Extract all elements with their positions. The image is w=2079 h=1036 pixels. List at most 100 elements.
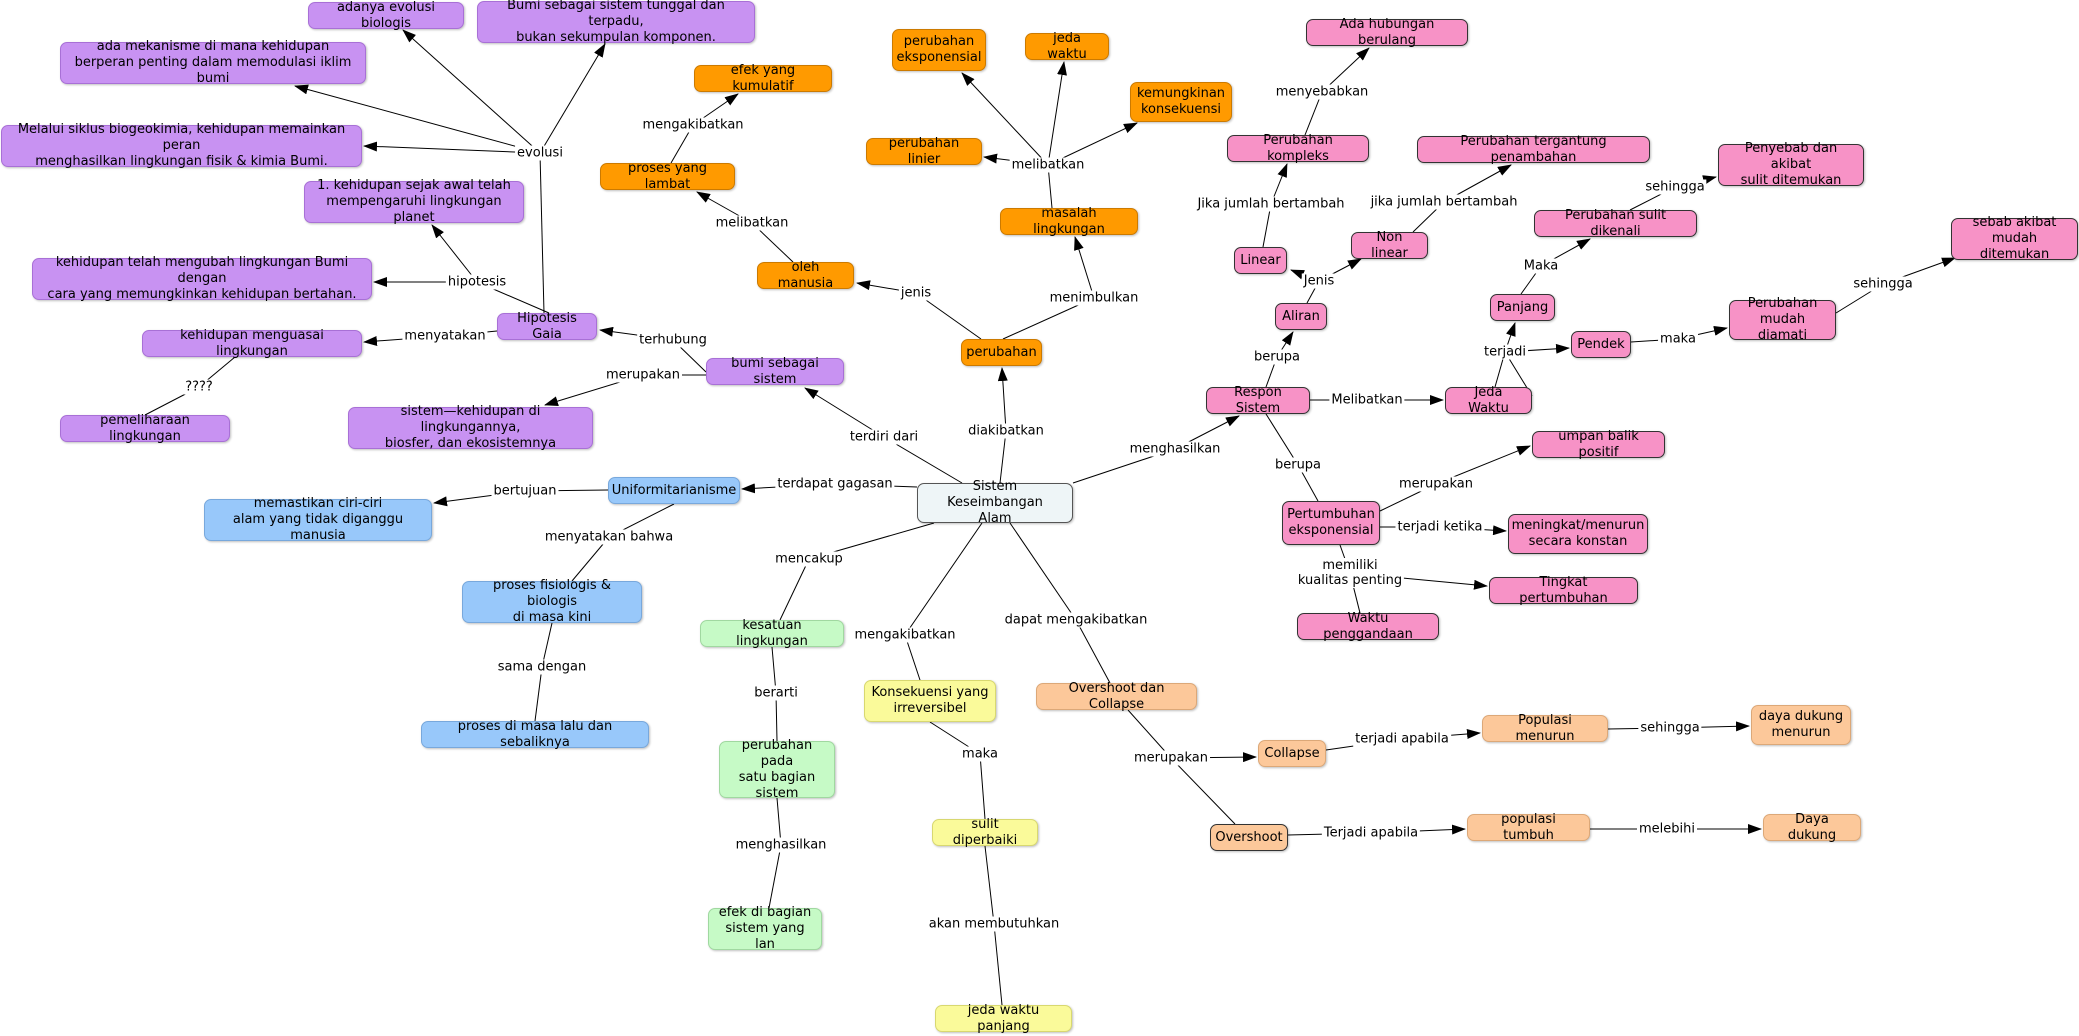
connector-line [776,797,782,846]
node-jeda-waktu-panjang[interactable]: jeda waktu panjang [935,1003,1072,1034]
connector-line [904,634,921,681]
node-ada-hubungan-berulang[interactable]: Ada hubungan berulang [1306,17,1468,48]
node-hipotesis-gaia[interactable]: Hipotesis Gaia [497,311,597,342]
node-populasi-tumbuh[interactable]: populasi tumbuh [1467,812,1590,843]
connector-line [779,558,810,621]
node-perubahan-satu-bagian[interactable]: perubahan pada satu bagian sistem [719,738,835,801]
node-waktu-penggandaan[interactable]: Waktu penggandaan [1297,611,1439,642]
link-label-melibatkan-lambat: melibatkan [713,215,791,231]
link-label-evolusi: evolusi [515,145,565,161]
node-kesatuan-lingkungan[interactable]: kesatuan lingkungan [700,618,844,649]
node-umpan-balik-positif[interactable]: umpan balik positif [1532,429,1665,460]
node-pertumbuhan-eksponensial[interactable]: Pertumbuhan eksponensial [1282,501,1380,545]
node-uniformitarianisme[interactable]: Uniformitarianisme [608,477,740,504]
node-jeda-waktu[interactable]: Jeda Waktu [1445,385,1532,416]
node-sebab-akibat-mudah[interactable]: sebab akibat mudah ditemukan [1951,215,2078,262]
link-label-sehingga-mudah: sehingga [1851,276,1915,292]
node-perubahan-eksponensial[interactable]: perubahan eksponensial [892,29,986,71]
node-perubahan-linier[interactable]: perubahan linier [866,136,982,167]
link-label-menyebabkan: menyebabkan [1273,84,1371,100]
connector-line [984,845,995,925]
connector-line [768,844,782,909]
connector-line [294,84,541,154]
link-label-tanya: ???? [183,379,215,395]
connector-line [771,646,777,694]
node-respon-sistem[interactable]: Respon Sistem [1206,385,1310,416]
node-kehidupan-mengubah[interactable]: kehidupan telah mengubah lingkungan Bumi… [32,255,372,302]
connector-line [979,753,986,820]
link-label-bertujuan: bertujuan [491,483,559,499]
link-label-jika-bertambah-linear: Jika jumlah bertambah [1195,196,1347,212]
node-bumi-sistem-tunggal[interactable]: Bumi sebagai sistem tunggal dan terpadu,… [477,0,755,45]
node-kehidupan-sejak-awal[interactable]: 1. kehidupan sejak awal telah mempengaru… [304,178,524,225]
node-overshoot-dan-collapse[interactable]: Overshoot dan Collapse [1036,681,1197,712]
node-perubahan-tergantung[interactable]: Perubahan tergantung penambahan [1417,134,1650,165]
link-label-menimbulkan: menimbulkan [1047,290,1141,306]
connector-line [534,666,543,722]
node-efek-yang-kumulatif[interactable]: efek yang kumulatif [694,63,832,94]
node-mekanisme-iklim[interactable]: ada mekanisme di mana kehidupan berperan… [60,39,366,86]
link-label-terjadi-ketika: terjadi ketika [1395,519,1485,535]
node-panjang[interactable]: Panjang [1490,294,1555,321]
connector-line [775,692,778,742]
link-label-dapat-mengakibatkan: dapat mengakibatkan [1002,612,1150,628]
link-label-maka-panjang: Maka [1521,258,1561,274]
node-proses-yang-lambat[interactable]: proses yang lambat [600,161,735,192]
node-proses-fisiologis[interactable]: proses fisiologis & biologis di masa kin… [462,578,642,625]
node-perubahan-sulit-dikenali[interactable]: Perubahan sulit dikenali [1534,208,1697,239]
node-tingkat-pertumbuhan[interactable]: Tingkat pertumbuhan [1489,575,1638,606]
node-meningkat-menurun[interactable]: meningkat/menurun secara konstan [1508,514,1648,554]
link-label-terhubung: terhubung [637,332,709,348]
node-sulit-diperbaiki[interactable]: sulit diperbaiki [932,817,1038,848]
node-proses-masa-lalu[interactable]: proses di masa lalu dan sebaliknya [421,719,649,750]
link-label-diakibatkan: diakibatkan [966,423,1046,439]
node-pemeliharaan-lingkungan[interactable]: pemeliharaan lingkungan [60,413,230,444]
connector-line [1127,709,1172,759]
connector-line [1170,757,1236,825]
node-kemungkinan-konsekuensi[interactable]: kemungkinan konsekuensi [1130,82,1232,122]
link-label-merupakan-umpan: merupakan [1397,476,1475,492]
link-label-menyatakan: menyatakan [402,328,488,344]
connector-line [1075,619,1111,684]
link-label-hipotesis: hipotesis [445,274,509,290]
node-bumi-sebagai-sistem[interactable]: bumi sebagai sistem [706,356,844,387]
link-label-memiliki-kualitas: memiliki kualitas penting [1295,558,1405,588]
node-jeda-waktu-top[interactable]: jeda waktu [1025,31,1109,62]
node-memastikan-ciri[interactable]: memastikan ciri-ciri alam yang tidak dig… [204,496,432,543]
link-label-menghasilkan-efek: menghasilkan [733,837,829,853]
connector-line [904,522,983,636]
connector-line [804,387,885,438]
node-overshoot[interactable]: Overshoot [1210,824,1288,851]
node-sistem-kehidupan[interactable]: sistem—kehidupan di lingkungannya, biosf… [348,404,593,451]
node-oleh-manusia[interactable]: oleh manusia [757,260,854,291]
link-label-menghasilkan-respon: menghasilkan [1127,441,1223,457]
connector-line [1265,413,1299,466]
node-masalah-lingkungan[interactable]: masalah lingkungan [1000,206,1138,237]
node-adanya-evolusi-biologis[interactable]: adanya evolusi biologis [308,0,464,31]
link-label-mengakibatkan-lambat: mengakibatkan [640,117,746,133]
node-siklus-biogeokimia[interactable]: Melalui siklus biogeokimia, kehidupan me… [1,122,362,169]
node-perubahan-kompleks[interactable]: Perubahan kompleks [1227,133,1369,164]
node-penyebab-sulit-ditemukan[interactable]: Penyebab dan akibat sulit ditemukan [1718,141,1864,188]
link-label-terdapat-gagasan: terdapat gagasan [775,476,895,492]
node-efek-bagian-sistem[interactable]: efek di bagian sistem yang lan [708,905,822,952]
node-populasi-menurun[interactable]: Populasi menurun [1482,713,1608,744]
link-label-merupakan-oc: merupakan [1132,750,1210,766]
connector-line [539,43,606,154]
node-aliran[interactable]: Aliran [1275,303,1327,330]
node-linear[interactable]: Linear [1234,247,1287,274]
node-sistem-keseimbangan-alam[interactable]: Sistem Keseimbangan Alam [917,479,1073,526]
node-konsekuensi-irreversibel[interactable]: Konsekuensi yang irreversibel [864,680,996,722]
node-perubahan[interactable]: perubahan [961,339,1042,366]
connector-line [993,923,1003,1006]
node-perubahan-mudah-diamati[interactable]: Perubahan mudah diamati [1729,296,1836,343]
connector-line [997,367,1008,432]
node-pendek[interactable]: Pendek [1571,331,1631,358]
node-collapse[interactable]: Collapse [1258,740,1326,767]
node-non-linear[interactable]: Non linear [1351,230,1428,261]
connector-line [431,224,478,283]
node-daya-dukung-menurun[interactable]: daya dukung menurun [1751,705,1851,745]
node-daya-dukung[interactable]: Daya dukung [1763,812,1861,843]
node-kehidupan-menguasai[interactable]: kehidupan menguasai lingkungan [142,328,362,359]
